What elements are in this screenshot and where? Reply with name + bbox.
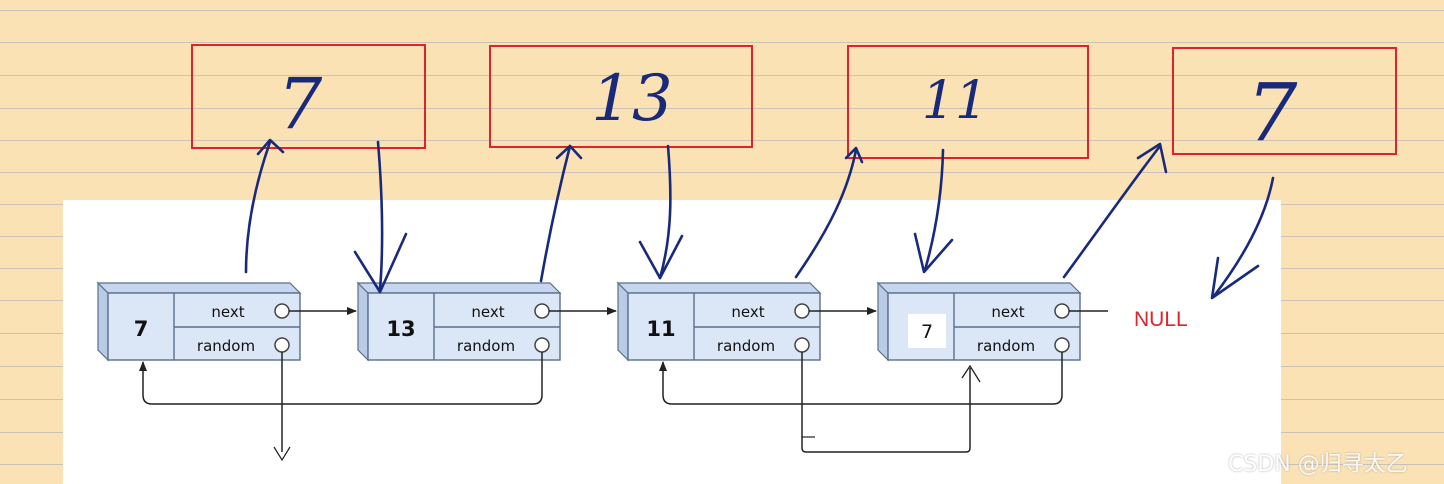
node-value: 13 (386, 317, 415, 341)
random-pointer-icon (534, 337, 550, 353)
copy-value: 7 (1247, 66, 1298, 159)
hand-arrow-up (794, 148, 858, 279)
hand-arrowhead (1136, 142, 1168, 174)
watermark: CSDN @归寻太乙 (1228, 452, 1408, 477)
random-pointer-icon (1054, 337, 1070, 353)
copy-box-3: 7 (1172, 47, 1397, 159)
random-label: random (197, 337, 255, 355)
hand-arrow-up (244, 140, 272, 274)
hand-arrowhead (913, 232, 954, 274)
random-pointer-icon (794, 337, 810, 353)
hand-arrow-up (539, 144, 572, 283)
hand-arrow-down (376, 140, 384, 292)
copy-box-1: 13 (489, 45, 753, 148)
next-label: next (731, 303, 764, 321)
random-handdrawn-line (801, 352, 971, 453)
hand-arrowhead (353, 232, 408, 294)
hand-arrowhead (256, 138, 285, 156)
hand-arrowhead (844, 146, 864, 164)
next-pointer-icon (274, 303, 290, 319)
node-value: 7 (134, 317, 149, 341)
list-node-2: 11 next random (616, 281, 822, 362)
next-pointer-icon (1054, 303, 1070, 319)
node-value-highlight (908, 314, 946, 348)
copy-value: 11 (922, 71, 988, 131)
hand-arrow-down (923, 148, 945, 272)
copy-value: 13 (591, 62, 672, 136)
node-value: 7 (921, 321, 933, 343)
next-pointer-icon (794, 303, 810, 319)
copy-box-0: 7 (191, 44, 426, 149)
next-label: next (991, 303, 1024, 321)
random-label: random (977, 337, 1035, 355)
hand-arrow-down (1212, 176, 1275, 298)
random-arrow (659, 352, 1063, 405)
next-pointer-icon (534, 303, 550, 319)
list-node-3: 7 next random (876, 281, 1082, 362)
random-arrow (139, 352, 543, 405)
null-label: NULL (1134, 308, 1188, 331)
hand-arrow-up (1062, 144, 1162, 279)
list-node-0: 7 next random (96, 281, 302, 362)
hand-arrowhead (638, 234, 684, 280)
handwritten-arrows (244, 138, 1275, 300)
hand-arrowhead (555, 144, 583, 160)
random-null-arrowhead (273, 446, 291, 462)
random-handdrawn-arrowhead (961, 364, 981, 383)
copy-box-2: 11 (847, 45, 1089, 159)
copy-value: 7 (278, 63, 323, 145)
next-label: next (471, 303, 504, 321)
list-node-1: 13 next random (356, 281, 562, 362)
hand-arrow-down (658, 144, 672, 280)
random-label: random (717, 337, 775, 355)
random-label: random (457, 337, 515, 355)
random-pointer-icon (274, 337, 290, 353)
hand-arrowhead (1210, 256, 1260, 300)
node-value: 11 (646, 317, 675, 341)
next-label: next (211, 303, 244, 321)
